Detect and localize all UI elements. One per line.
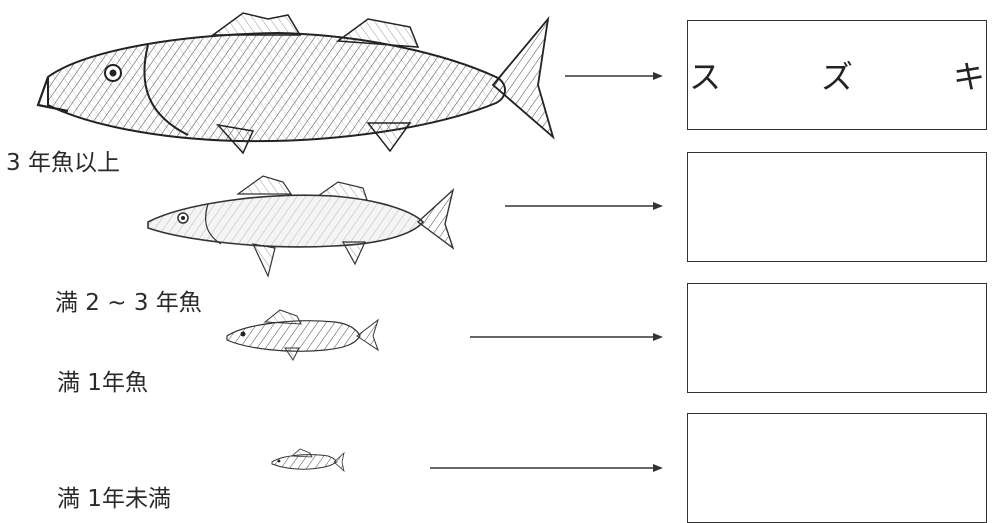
name-box-1[interactable]: ス ズ キ bbox=[687, 20, 987, 130]
fish-illustration-small bbox=[226, 309, 379, 361]
fish-illustration-medium bbox=[147, 175, 455, 278]
name-box-text: ス ズ キ bbox=[688, 58, 998, 96]
stage-label-4: 満 1年未満 bbox=[57, 486, 171, 512]
stage-label-1: 3 年魚以上 bbox=[6, 150, 120, 176]
arrow-1 bbox=[565, 72, 663, 80]
fish-illustration-tiny bbox=[271, 448, 345, 473]
name-box-3[interactable] bbox=[687, 283, 987, 393]
arrow-2 bbox=[505, 202, 663, 210]
name-box-2[interactable] bbox=[687, 152, 987, 262]
name-box-4[interactable] bbox=[687, 413, 987, 523]
fish-illustration-large bbox=[36, 12, 555, 155]
arrow-4 bbox=[430, 464, 663, 472]
arrow-3 bbox=[470, 333, 663, 341]
stage-label-3: 満 1年魚 bbox=[57, 370, 148, 396]
stage-label-2: 満 2 ~ 3 年魚 bbox=[55, 290, 202, 316]
